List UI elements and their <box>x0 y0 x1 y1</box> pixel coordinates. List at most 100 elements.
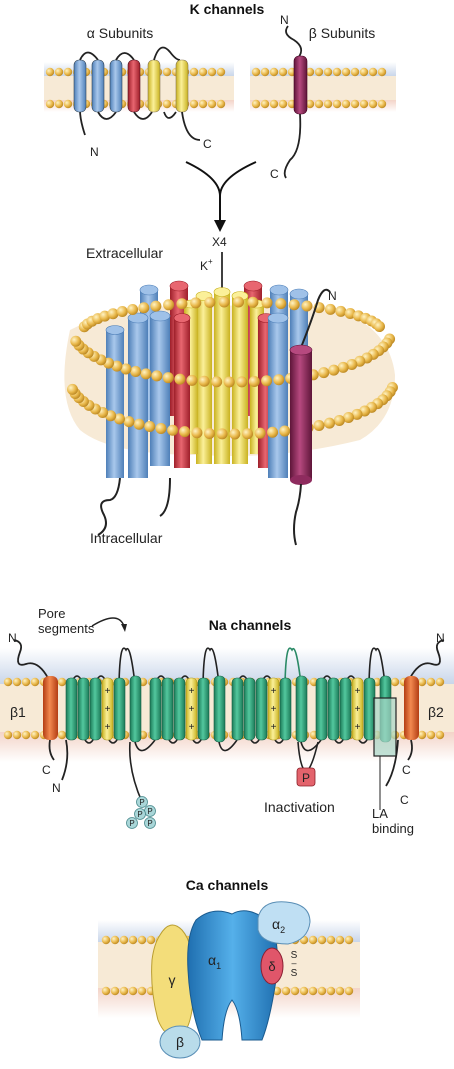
lipid-head <box>317 935 327 945</box>
extracellular-label: Extracellular <box>86 245 163 261</box>
lipid-head <box>128 986 138 996</box>
alpha1-label-sub: 1 <box>216 961 221 971</box>
lipid-head <box>341 99 351 109</box>
lipid-head <box>314 67 324 77</box>
gating-charge-label: + <box>105 686 111 697</box>
lipid-head <box>223 376 235 388</box>
beta1-c-label: C <box>42 763 51 777</box>
na-domain-2: +++ <box>149 647 238 752</box>
lipid-head <box>190 297 202 309</box>
lipid-head <box>305 99 315 109</box>
alpha-n-terminus-tail <box>61 739 69 781</box>
lipid-head <box>146 935 156 945</box>
alpha-c-terminus-tail <box>385 739 399 787</box>
ca-channels-title: Ca channels <box>186 877 269 893</box>
phosphorylation-sites: P P P P P <box>126 741 156 829</box>
lipid-head <box>12 677 22 687</box>
lipid-head <box>207 99 217 109</box>
lipid-head <box>3 730 13 740</box>
lipid-head <box>247 296 259 308</box>
lipid-head <box>373 321 385 333</box>
lipid-head <box>21 730 31 740</box>
lipid-head <box>251 67 261 77</box>
transmembrane-helix <box>149 677 162 741</box>
alpha1-label: α1 <box>208 952 221 971</box>
gating-charge-label: + <box>271 686 277 697</box>
lipid-head <box>128 935 138 945</box>
lipid-head <box>350 99 360 109</box>
beta2-n-label: N <box>436 631 445 645</box>
lipid-head <box>110 986 120 996</box>
phospho-label-5: P <box>129 819 134 828</box>
lipid-head <box>138 302 150 314</box>
tetramer-n-label: N <box>328 289 337 303</box>
lipid-head <box>317 986 327 996</box>
k-ion-label: K+ <box>200 257 213 273</box>
lipid-head <box>204 296 216 308</box>
disulfide-dash: – <box>291 958 296 968</box>
transmembrane-helix <box>363 677 376 741</box>
lipid-head <box>426 730 436 740</box>
lipid-head <box>3 677 13 687</box>
lipid-head <box>120 363 132 375</box>
lipid-head <box>216 67 226 77</box>
lipid-head <box>186 374 198 386</box>
lipid-head-row <box>251 67 387 77</box>
lipid-head <box>417 730 427 740</box>
lipid-head <box>343 412 355 424</box>
lipid-head <box>163 299 175 311</box>
lipid-head <box>308 935 318 945</box>
lipid-head <box>350 67 360 77</box>
lipid-head <box>140 368 152 380</box>
lipid-head <box>45 99 55 109</box>
lipid-head <box>278 99 288 109</box>
lipid-head <box>299 986 309 996</box>
lipid-head <box>203 427 215 439</box>
la-binding-label-2: binding <box>372 821 414 836</box>
tetramer-n-tail-mid <box>159 477 171 517</box>
lipid-head <box>248 375 260 387</box>
transmembrane-helix <box>295 675 308 743</box>
delta-subunit <box>260 947 284 985</box>
lipid-head <box>318 367 330 379</box>
lipid-head <box>335 935 345 945</box>
na-domain-3: +++ <box>231 647 322 752</box>
pore-segments-label-1: Pore <box>38 606 65 621</box>
lipid-head <box>390 677 400 687</box>
transmembrane-helix <box>173 677 186 741</box>
lipid-head <box>70 335 82 347</box>
lipid-head <box>127 304 139 316</box>
k-ion-charge: + <box>208 257 213 266</box>
lipid-head <box>313 420 325 432</box>
lipid-head <box>30 730 40 740</box>
lipid-head <box>435 730 445 740</box>
na-beta2 <box>404 639 445 761</box>
beta-c-label: C <box>270 167 279 181</box>
voltage-sensor-helix <box>351 677 364 741</box>
lipid-head <box>273 374 285 386</box>
voltage-sensor-helix <box>267 677 280 741</box>
lipid-head <box>101 986 111 996</box>
lipid-head <box>344 986 354 996</box>
lipid-head <box>359 99 369 109</box>
lipid-head <box>236 376 248 388</box>
beta-subunit-helix <box>283 25 308 179</box>
disulfide-s-top: S <box>291 950 298 961</box>
lipid-head <box>162 372 174 384</box>
beta2-c-label: C <box>402 763 411 777</box>
lipid-head <box>207 67 217 77</box>
lipid-head <box>189 67 199 77</box>
lipid-head <box>162 99 172 109</box>
lipid-head <box>267 426 279 438</box>
tetramer-beta-subunit <box>289 288 331 546</box>
lipid-head <box>151 370 163 382</box>
disulfide-s-bottom: S <box>291 968 298 979</box>
gating-charge-label: + <box>355 686 361 697</box>
na-domain-4: +++ <box>315 647 392 744</box>
lipid-head <box>308 986 318 996</box>
lipid-head <box>301 300 313 312</box>
la-binding-label-1: LA <box>372 806 388 821</box>
la-binding-box <box>373 697 397 757</box>
lipid-head <box>326 935 336 945</box>
lipid-head <box>323 417 335 429</box>
